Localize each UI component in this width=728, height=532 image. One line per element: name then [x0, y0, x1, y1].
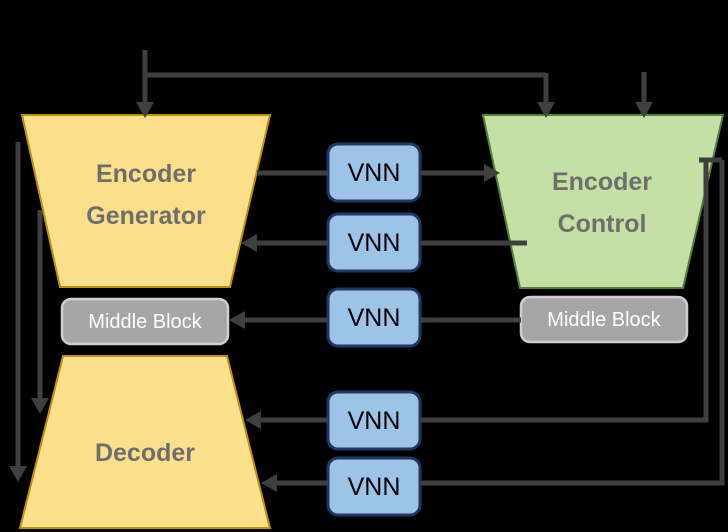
arrow-head: [261, 474, 277, 492]
line-control-output-to-vnn5: [420, 157, 725, 486]
arrow-head: [9, 466, 27, 482]
arrow-vnn4-to-decoder: [245, 411, 328, 429]
decoder-label: Decoder: [95, 439, 195, 467]
arrow-head: [229, 311, 245, 329]
encoder-generator-label-line2: Generator: [86, 202, 206, 230]
encoder-control-label-line1: Encoder: [552, 168, 652, 196]
arrow-shaft: [420, 157, 725, 486]
decoder-shape: [18, 355, 272, 529]
arrow-top-branch-to-control: [145, 72, 555, 118]
arrow-top-input-generator: [136, 50, 154, 118]
arrow-head: [484, 164, 500, 182]
vnn-label-3: VNN: [348, 304, 401, 332]
encoder-generator-shape: [20, 114, 272, 288]
arrow-top-input-control: [635, 72, 653, 118]
vnn-label-4: VNN: [348, 407, 401, 435]
arrow-head: [31, 398, 49, 414]
vnn-label-5: VNN: [348, 473, 401, 501]
arrow-head: [635, 102, 653, 118]
arrow-head: [241, 234, 257, 252]
encoder-control-label-line2: Control: [558, 210, 647, 238]
arrow-vnn3-to-middle-block-left: [229, 311, 328, 329]
encoder-control-shape: [481, 114, 725, 289]
middle-block-left-label: Middle Block: [88, 311, 202, 333]
vnn-block-5: [326, 456, 422, 517]
arrow-shaft: [145, 72, 549, 102]
encoder-generator-label-line1: Encoder: [96, 160, 196, 188]
arrow-vnn1-to-control: [420, 164, 500, 182]
middle-block-left-shape: [60, 297, 230, 346]
middle-block-right-label: Middle Block: [547, 309, 661, 331]
arrow-vnn5-to-decoder: [261, 474, 328, 492]
arrow-head: [245, 411, 261, 429]
vnn-label-1: VNN: [348, 159, 401, 187]
arrow-skip-generator-outer: [9, 142, 27, 482]
vnn-label-2: VNN: [348, 229, 401, 257]
arrow-vnn2-to-generator: [241, 234, 328, 252]
arrow-head: [537, 102, 555, 118]
arrow-head: [136, 102, 154, 118]
arrow-skip-generator-inner: [31, 210, 49, 414]
